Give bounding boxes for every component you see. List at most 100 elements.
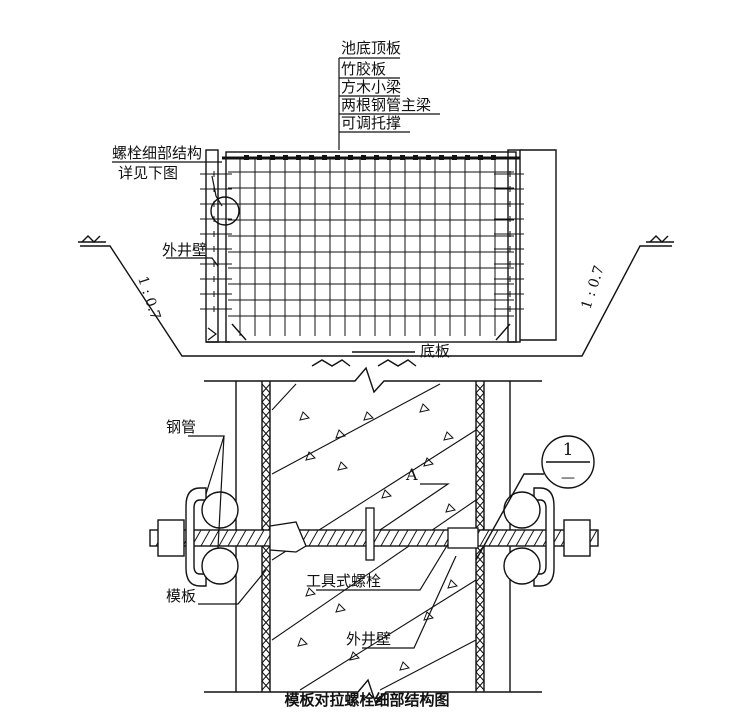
break-mark-left: [311, 359, 351, 367]
timber-block: [257, 155, 262, 160]
hatch: [475, 644, 485, 655]
timber-block: [478, 155, 483, 160]
hatch: [475, 680, 485, 691]
concrete-line: [299, 579, 477, 691]
timber-block: [452, 155, 457, 160]
section-symbol: [475, 435, 595, 561]
bolt-hatch-line: [236, 529, 247, 547]
hatch: [261, 680, 271, 691]
aggregate-mark: [305, 587, 316, 597]
bolt-hatch-line: [425, 529, 436, 547]
hatch: [261, 581, 271, 592]
hatch: [475, 563, 485, 574]
bolt-hatch-line: [515, 529, 526, 547]
hatch: [475, 554, 485, 565]
aggregate-mark: [447, 579, 458, 589]
label-timber: 方木小梁: [341, 78, 401, 96]
aggregate-mark: [335, 603, 346, 613]
timber-block: [491, 155, 496, 160]
steel-pipe-left-bottom[interactable]: [201, 547, 239, 585]
hatch: [475, 464, 485, 475]
timber-block: [296, 155, 301, 160]
hatch: [261, 572, 271, 583]
break-mark-right: [377, 359, 417, 367]
timber-block: [361, 155, 366, 160]
bolt-hatch-line: [488, 529, 499, 547]
bolt-hatch-line: [353, 529, 364, 547]
hatch: [475, 419, 485, 430]
detail-bottom-edge: [204, 678, 542, 706]
steel-pipe-right-bottom[interactable]: [503, 547, 541, 585]
hatch: [475, 581, 485, 592]
aggregate-mark: [337, 461, 348, 471]
bolt-hatch-line: [218, 529, 229, 547]
hatch: [261, 653, 271, 664]
concrete-line: [271, 499, 477, 641]
hatch: [475, 383, 485, 394]
hatch: [261, 518, 271, 529]
aggregate-mark: [363, 411, 374, 421]
hatch: [261, 446, 271, 457]
hatch: [261, 401, 271, 412]
bolt-hatch-line: [506, 529, 517, 547]
hatch: [261, 644, 271, 655]
hatch: [261, 500, 271, 511]
aggregate-mark: [423, 611, 434, 621]
aggregate-mark: [349, 651, 360, 661]
nut-right: [563, 519, 591, 557]
bolt-sleeve-right: [447, 527, 479, 549]
hatch: [261, 608, 271, 619]
hatch: [475, 590, 485, 601]
hatch: [261, 671, 271, 682]
hatch: [475, 500, 485, 511]
detail-callout-circle: [210, 196, 240, 226]
hatch: [261, 626, 271, 637]
hatch: [261, 473, 271, 484]
hatch: [475, 410, 485, 421]
bolt-hatch-line: [479, 529, 490, 547]
bolt-hatch-line: [200, 529, 211, 547]
bracket-right: [533, 487, 555, 587]
timber-block: [374, 155, 379, 160]
hatch: [261, 563, 271, 574]
timber-block: [387, 155, 392, 160]
label-outer-wall: 外井壁: [162, 241, 207, 259]
bolt-hatch-line: [326, 529, 337, 547]
hatch: [261, 590, 271, 601]
timber-block: [439, 155, 444, 160]
hatch: [261, 428, 271, 439]
bolt-hatch-line: [209, 529, 220, 547]
timber-block: [413, 155, 418, 160]
detail-top-edge: [204, 366, 542, 394]
bolt-hatch-line: [533, 529, 544, 547]
label-tool-bolt: 工具式螺栓: [306, 572, 381, 590]
timber-block: [426, 155, 431, 160]
hatch: [475, 671, 485, 682]
timber-block: [309, 155, 314, 160]
leader-pipe: [188, 435, 225, 495]
hatch: [475, 437, 485, 448]
timber-block: [270, 155, 275, 160]
timber-block: [322, 155, 327, 160]
hatch: [261, 410, 271, 421]
hatch: [261, 464, 271, 475]
hatch: [261, 617, 271, 628]
hatch: [475, 482, 485, 493]
steel-pipe-right-top[interactable]: [503, 491, 541, 529]
bolt-hatch-line: [407, 529, 418, 547]
cone-left: [269, 521, 307, 553]
bolt-hatch-line: [380, 529, 391, 547]
timber-block: [465, 155, 470, 160]
bolt-hatch-line: [416, 529, 427, 547]
formwork-hatch: [261, 383, 485, 691]
hatch: [261, 383, 271, 394]
label-support: 可调托撑: [341, 114, 401, 132]
bracket-left: [185, 487, 207, 587]
bolt-hatch-line: [389, 529, 400, 547]
hatch: [261, 554, 271, 565]
bolt-hatch-line: [317, 529, 328, 547]
hatch: [475, 428, 485, 439]
label-a: A: [405, 465, 418, 484]
